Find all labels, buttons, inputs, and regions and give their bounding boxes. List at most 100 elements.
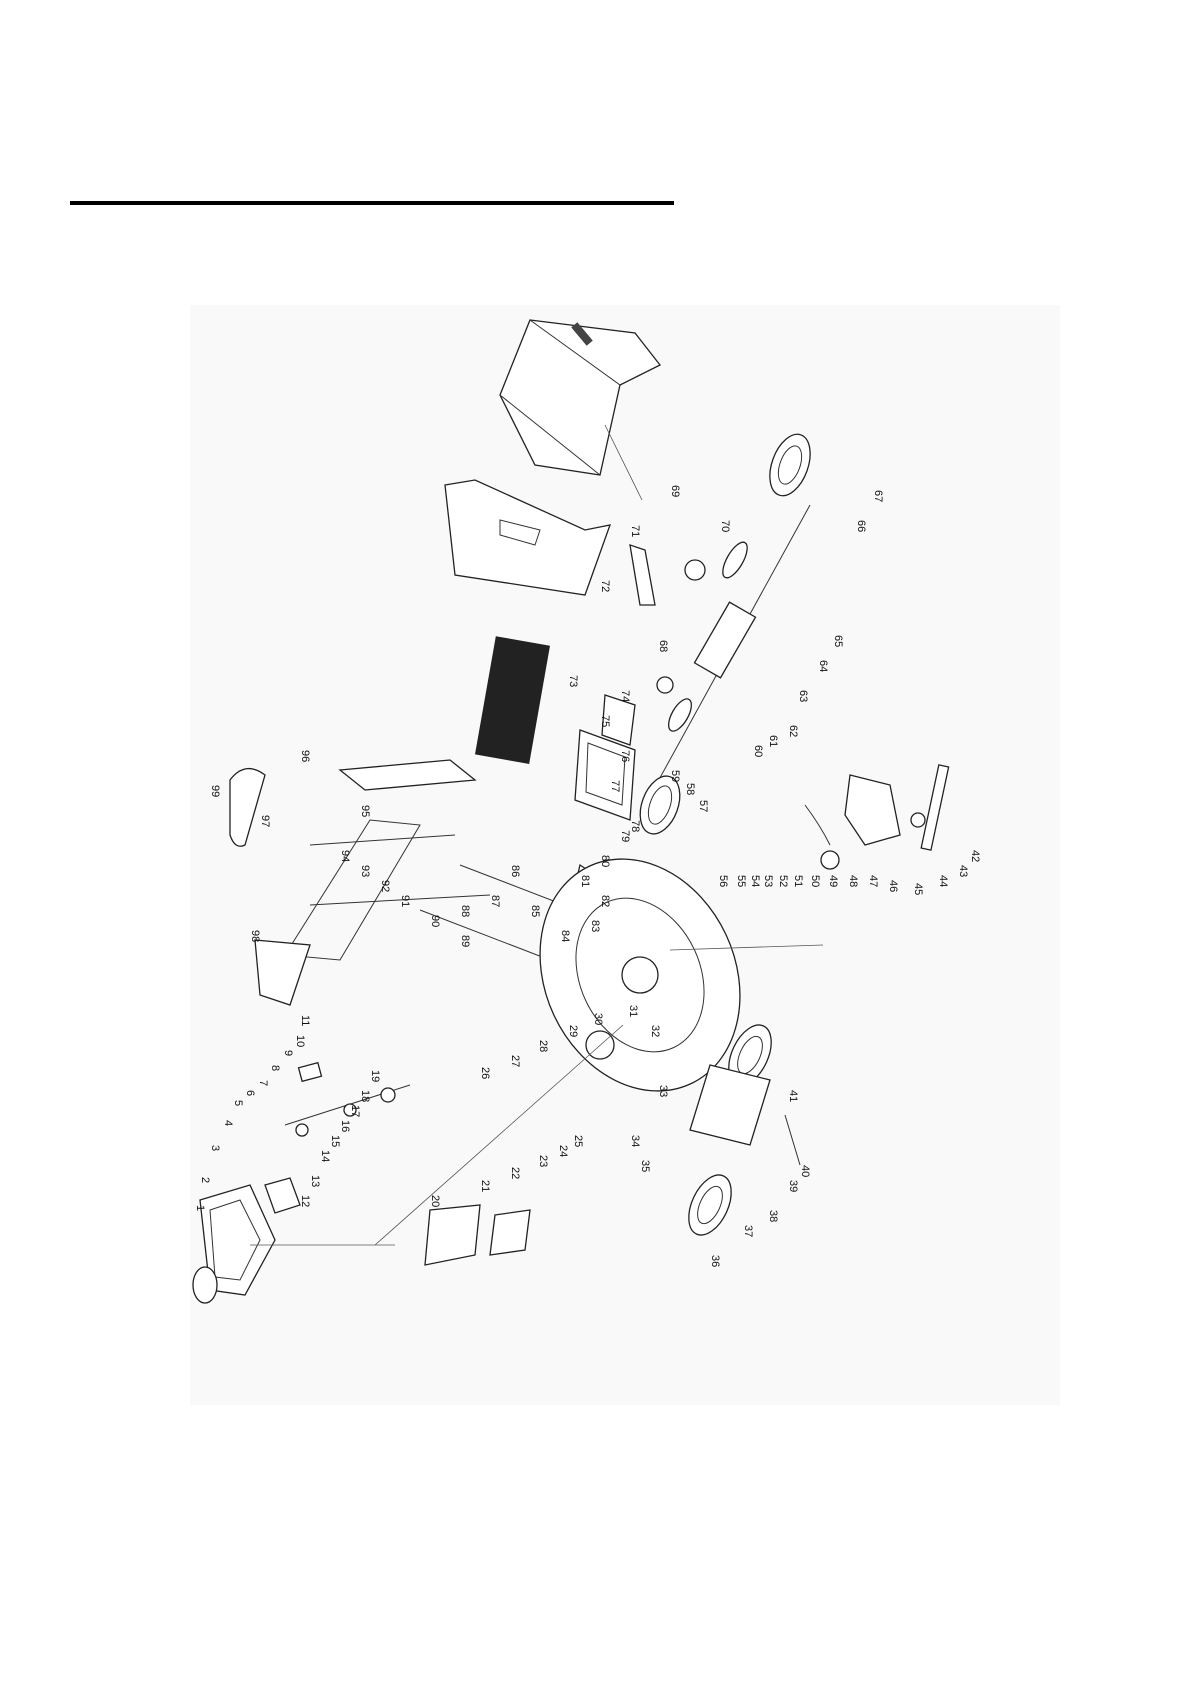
- callout-label-76: 76: [619, 750, 631, 762]
- callout-label-52: 52: [777, 875, 789, 887]
- callout-label-79: 79: [619, 830, 631, 842]
- callout-label-22: 22: [509, 1167, 521, 1179]
- bag-frame: [445, 480, 610, 595]
- callout-label-84: 84: [559, 930, 571, 942]
- callout-label-50: 50: [809, 875, 821, 887]
- callout-label-70: 70: [719, 520, 731, 532]
- callout-label-64: 64: [817, 660, 829, 672]
- callout-label-88: 88: [459, 905, 471, 917]
- callout-label-35: 35: [639, 1160, 651, 1172]
- callout-label-16: 16: [339, 1120, 351, 1132]
- callout-label-75: 75: [599, 715, 611, 727]
- callout-label-15: 15: [329, 1135, 341, 1147]
- callout-label-48: 48: [847, 875, 859, 887]
- callout-label-56: 56: [717, 875, 729, 887]
- callout-label-74: 74: [619, 690, 631, 702]
- callout-label-14: 14: [319, 1150, 331, 1162]
- callout-label-58: 58: [684, 783, 696, 795]
- grass-bag: [500, 320, 660, 475]
- exploded-parts-diagram: 1234567891011121314151617181920212223242…: [190, 305, 1060, 1405]
- callout-label-66: 66: [855, 520, 867, 532]
- callout-label-19: 19: [369, 1070, 381, 1082]
- callout-label-12: 12: [299, 1195, 311, 1207]
- callout-label-55: 55: [735, 875, 747, 887]
- callout-label-46: 46: [887, 880, 899, 892]
- callout-label-95: 95: [359, 805, 371, 817]
- callout-label-87: 87: [489, 895, 501, 907]
- callout-label-45: 45: [912, 883, 924, 895]
- engine: [193, 1178, 300, 1303]
- callout-label-73: 73: [567, 675, 579, 687]
- header-rule: [70, 201, 674, 205]
- callout-label-93: 93: [359, 865, 371, 877]
- blade-drive: [805, 765, 949, 869]
- callout-label-81: 81: [579, 875, 591, 887]
- callout-label-32: 32: [649, 1025, 661, 1037]
- callout-label-94: 94: [339, 850, 351, 862]
- callout-label-65: 65: [832, 635, 844, 647]
- callout-label-77: 77: [609, 780, 621, 792]
- callout-label-27: 27: [509, 1055, 521, 1067]
- callout-label-89: 89: [459, 935, 471, 947]
- mulch-plug: [475, 636, 550, 764]
- callout-label-72: 72: [599, 580, 611, 592]
- callout-label-59: 59: [669, 770, 681, 782]
- callout-label-85: 85: [529, 905, 541, 917]
- callout-label-23: 23: [537, 1155, 549, 1167]
- callout-label-9: 9: [282, 1050, 294, 1056]
- callout-label-90: 90: [429, 915, 441, 927]
- callout-label-36: 36: [709, 1255, 721, 1267]
- callout-label-30: 30: [592, 1013, 604, 1025]
- callout-label-62: 62: [787, 725, 799, 737]
- callout-label-34: 34: [629, 1135, 641, 1147]
- callout-label-49: 49: [827, 875, 839, 887]
- callout-label-3: 3: [209, 1145, 221, 1151]
- callout-label-80: 80: [599, 855, 611, 867]
- callout-label-51: 51: [792, 875, 804, 887]
- handle-assembly: [230, 760, 590, 1005]
- callout-label-99: 99: [209, 785, 221, 797]
- callout-label-68: 68: [657, 640, 669, 652]
- callout-label-61: 61: [767, 735, 779, 747]
- callout-label-71: 71: [629, 525, 641, 537]
- callout-label-31: 31: [627, 1005, 639, 1017]
- callout-label-6: 6: [244, 1090, 256, 1096]
- callout-label-37: 37: [742, 1225, 754, 1237]
- callout-label-29: 29: [567, 1025, 579, 1037]
- callout-label-7: 7: [257, 1080, 269, 1086]
- callout-label-97: 97: [259, 815, 271, 827]
- callout-label-60: 60: [752, 745, 764, 757]
- callout-label-4: 4: [222, 1120, 234, 1126]
- callout-label-41: 41: [787, 1090, 799, 1102]
- callout-label-43: 43: [957, 865, 969, 877]
- callout-label-40: 40: [799, 1165, 811, 1177]
- callout-label-39: 39: [787, 1180, 799, 1192]
- callout-label-5: 5: [232, 1100, 244, 1106]
- callout-label-33: 33: [657, 1085, 669, 1097]
- callout-labels: 1234567891011121314151617181920212223242…: [194, 485, 981, 1267]
- callout-label-20: 20: [429, 1195, 441, 1207]
- callout-label-24: 24: [557, 1145, 569, 1157]
- callout-label-47: 47: [867, 875, 879, 887]
- callout-label-69: 69: [669, 485, 681, 497]
- callout-label-54: 54: [749, 875, 761, 887]
- callout-label-18: 18: [359, 1090, 371, 1102]
- callout-label-92: 92: [379, 880, 391, 892]
- callout-label-42: 42: [969, 850, 981, 862]
- callout-label-82: 82: [599, 895, 611, 907]
- callout-label-28: 28: [537, 1040, 549, 1052]
- callout-label-96: 96: [299, 750, 311, 762]
- callout-label-53: 53: [762, 875, 774, 887]
- callout-label-67: 67: [872, 490, 884, 502]
- callout-label-83: 83: [589, 920, 601, 932]
- callout-label-8: 8: [269, 1065, 281, 1071]
- callout-label-25: 25: [572, 1135, 584, 1147]
- callout-label-1: 1: [194, 1205, 206, 1211]
- callout-label-13: 13: [309, 1175, 321, 1187]
- callout-label-11: 11: [299, 1015, 311, 1026]
- callout-label-10: 10: [294, 1035, 306, 1047]
- callout-label-57: 57: [697, 800, 709, 812]
- callout-label-63: 63: [797, 690, 809, 702]
- callout-label-38: 38: [767, 1210, 779, 1222]
- callout-label-44: 44: [937, 875, 949, 887]
